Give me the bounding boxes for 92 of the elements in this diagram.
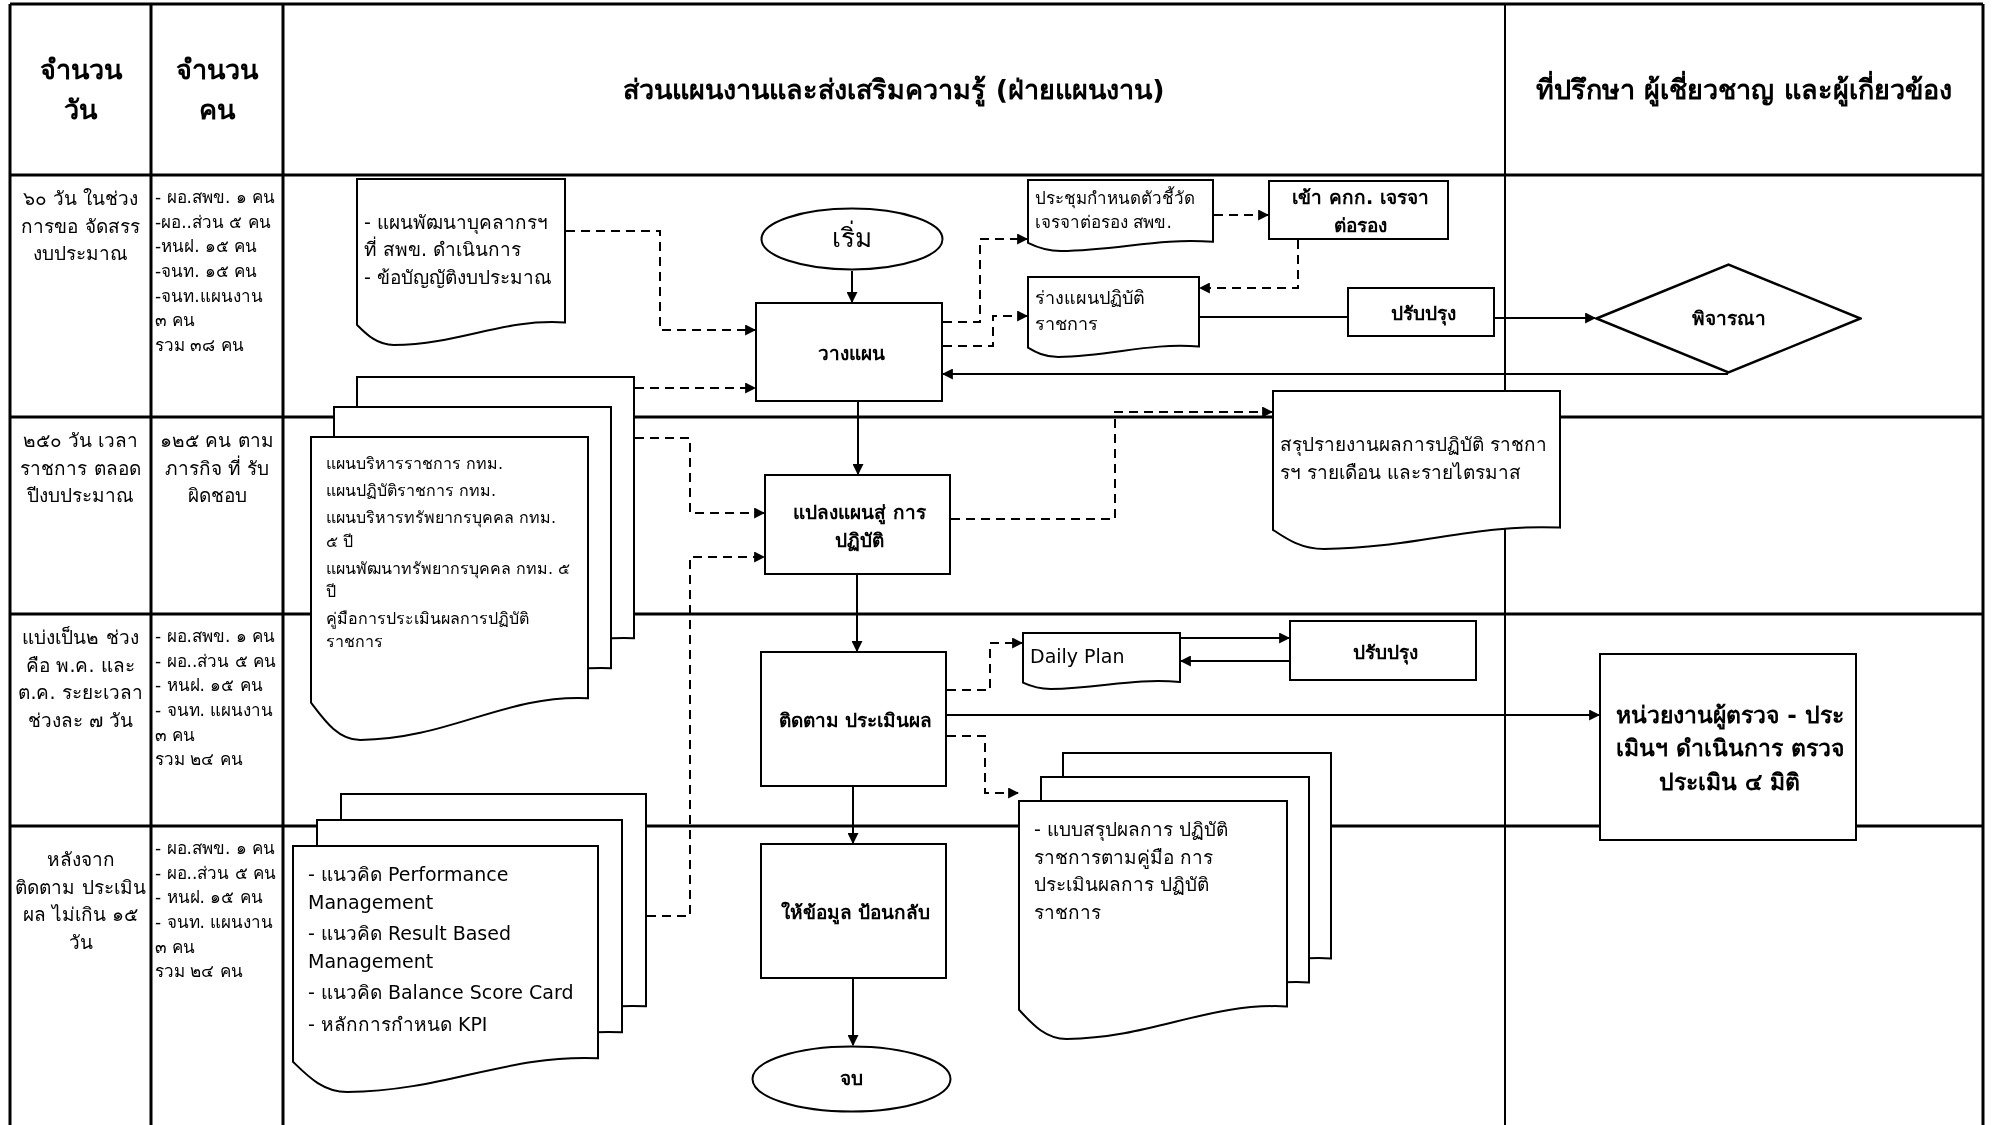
- node-text: แผนพัฒนาทรัพยากรบุคคล กทม. ๕ ปี: [326, 557, 572, 603]
- connector-arrow: [565, 230, 757, 336]
- table-cell-text: หลังจาก ติดตาม ประเมินผล ไม่เกิน ๑๕ วัน: [14, 847, 147, 955]
- node-text: - ข้อบัญญัติงบประมาณ: [364, 265, 553, 290]
- table-cell-text: -ผอ..ส่วน ๕ คน: [155, 210, 271, 234]
- column-header: ส่วนแผนงานและส่งเสริมความรู้ (ฝ่ายแผนงาน): [623, 72, 1165, 109]
- connector-arrow: [942, 310, 1029, 347]
- table-cell-text: - ผอ.สพข. ๑ คน: [155, 186, 276, 209]
- process-box: [1268, 180, 1449, 240]
- column-header: ที่ปรึกษา ผู้เชี่ยวชาญ และผู้เกี่ยวข้อง: [1536, 70, 1952, 109]
- table-cell-text: - จนท. แผนงาน ๓ คน: [155, 910, 275, 959]
- table-cell-text: - ผอ..ส่วน ๕ คน: [155, 649, 277, 673]
- process-box: [760, 651, 947, 787]
- node-text: - แนวคิด Result Based Management: [308, 921, 512, 974]
- connector-arrow: [646, 551, 766, 917]
- connector-arrow: [1213, 209, 1270, 221]
- table-cell-text: - ผอ..ส่วน ๕ คน: [155, 861, 277, 885]
- multi-document-shape: [292, 793, 647, 1093]
- connector-arrow: [847, 978, 859, 1047]
- document-shape: [1022, 632, 1181, 690]
- process-box: [1289, 620, 1477, 681]
- connector-arrow: [946, 735, 1020, 799]
- connector-arrow: [1180, 632, 1291, 644]
- node-text: หน่วยงานผู้ตรวจ - ประเมินฯ ดำเนินการ ตรวจประเมิน ๔ มิติ: [1615, 701, 1845, 797]
- table-cell-text: - ผอ.สพข. ๑ คน: [155, 625, 276, 648]
- table-cell-text: รวม ๒๔ คน: [155, 960, 243, 984]
- node-text: Daily Plan: [1030, 644, 1126, 670]
- connector-arrow: [941, 368, 1729, 380]
- connector-arrow: [852, 401, 864, 476]
- node-text: - แนวคิด Performance Management: [308, 862, 510, 915]
- node-text: แปลงแผนสู่ การปฏิบัติ: [792, 499, 927, 554]
- node-text: แผนบริหารทรัพยากรบุคคล กทม. ๕ ปี: [326, 507, 558, 553]
- table-cell-text: รวม ๒๔ คน: [155, 748, 243, 772]
- connector-arrow: [634, 437, 766, 519]
- table-cell-text: ๒๕๐ วัน เวลาราชการ ตลอด ปีงบประมาณ: [19, 428, 142, 509]
- document-shape: [1027, 276, 1200, 358]
- column-header: จำนวน วัน: [38, 53, 123, 127]
- table-cell-text: - หนฝ. ๑๕ คน: [155, 674, 263, 698]
- table-cell-text: - จนท. แผนงาน ๓ คน: [155, 698, 275, 747]
- process-box: [1599, 653, 1857, 841]
- node-text: วางแผน: [817, 341, 885, 367]
- node-text: เข้า คกก. เจรจาต่อรอง: [1291, 185, 1430, 238]
- table-cell-text: - ผอ.สพข. ๑ คน: [155, 837, 276, 860]
- node-text: - แผนพัฒนาบุคลากรฯ ที่ สพข. ดำเนินการ: [364, 209, 549, 263]
- node-text: - แนวคิด Balance Score Card: [308, 980, 575, 1006]
- connector-arrow: [851, 574, 863, 653]
- multi-document-shape: [310, 376, 635, 741]
- connector-arrow: [1198, 239, 1299, 294]
- node-text: ประชุมกำหนดตัวชี้วัด เจรจาต่อรอง สพข.: [1035, 185, 1196, 235]
- table-cell-text: - หนฝ. ๑๕ คน: [155, 886, 263, 910]
- table-cell-text: -จนท.แผนงาน ๓ คน: [155, 284, 264, 333]
- node-text: สรุปรายงานผลการปฏิบัติ ราชการฯ รายเดือน และรายไตรมาส: [1280, 432, 1549, 485]
- process-box: [760, 843, 947, 979]
- node-text: จบ: [840, 1066, 863, 1092]
- node-text: - หลักการกำหนด KPI: [308, 1011, 489, 1037]
- node-text: เริ่ม: [832, 220, 872, 258]
- document-shape: [356, 178, 566, 346]
- table-cell-text: -จนท. ๑๕ คน: [155, 259, 258, 283]
- node-text: ติดตาม ประเมินผล: [778, 708, 933, 734]
- connector-arrow: [942, 233, 1029, 323]
- table-cell-text: รวม ๓๘ คน: [155, 333, 244, 357]
- node-text: พิจารณา: [1691, 305, 1766, 331]
- connector-arrow: [846, 270, 858, 304]
- node-text: - แบบสรุปผลการ ปฏิบัติราชการตามคู่มือ การประเมินผลการ ปฏิบัติราชการ: [1034, 817, 1229, 925]
- node-text: คู่มือการประเมินผลการปฏิบัติ ราชการ: [326, 608, 530, 654]
- terminator-ellipse: [760, 207, 944, 271]
- process-box: [764, 474, 951, 575]
- node-text: ปรับปรุง: [1352, 639, 1418, 667]
- node-text: ปรับปรุง: [1390, 301, 1456, 328]
- process-box: [1347, 287, 1495, 337]
- decision-diamond: [1595, 263, 1862, 374]
- connector-arrow: [1494, 312, 1597, 324]
- connector-arrow: [946, 709, 1601, 721]
- table-cell-text: -หนฝ. ๑๕ คน: [155, 235, 258, 259]
- table-cell-text: ๑๒๕ คน ตามภารกิจ ที่ รับผิดชอบ: [159, 428, 275, 509]
- connector-arrow: [1179, 655, 1290, 667]
- document-shape: [1272, 390, 1561, 550]
- node-text: แผนปฏิบัติราชการ กทม.: [326, 480, 498, 503]
- connector-arrow: [634, 382, 757, 394]
- connector-arrow: [950, 406, 1274, 520]
- table-cell-text: ๖๐ วัน ในช่วงการขอ จัดสรร งบประมาณ: [20, 186, 141, 267]
- connector-arrow: [847, 786, 859, 845]
- multi-document-shape: [1018, 752, 1332, 1040]
- node-text: แผนบริหารราชการ กทม.: [326, 453, 505, 475]
- process-box: [755, 302, 943, 402]
- node-text: ให้ข้อมูล ป้อนกลับ: [780, 900, 931, 927]
- table-cell-text: แบ่งเป็น๒ ช่วง คือ พ.ค. และ ต.ค. ระยะเวลา ช่วงละ ๗ วัน: [17, 625, 144, 733]
- terminator-ellipse: [751, 1045, 952, 1113]
- document-shape: [1027, 179, 1214, 252]
- connector-arrow: [946, 637, 1024, 691]
- node-text: ร่างแผนปฏิบัติ ราชการ: [1035, 286, 1146, 337]
- column-header: จำนวน คน: [175, 53, 260, 127]
